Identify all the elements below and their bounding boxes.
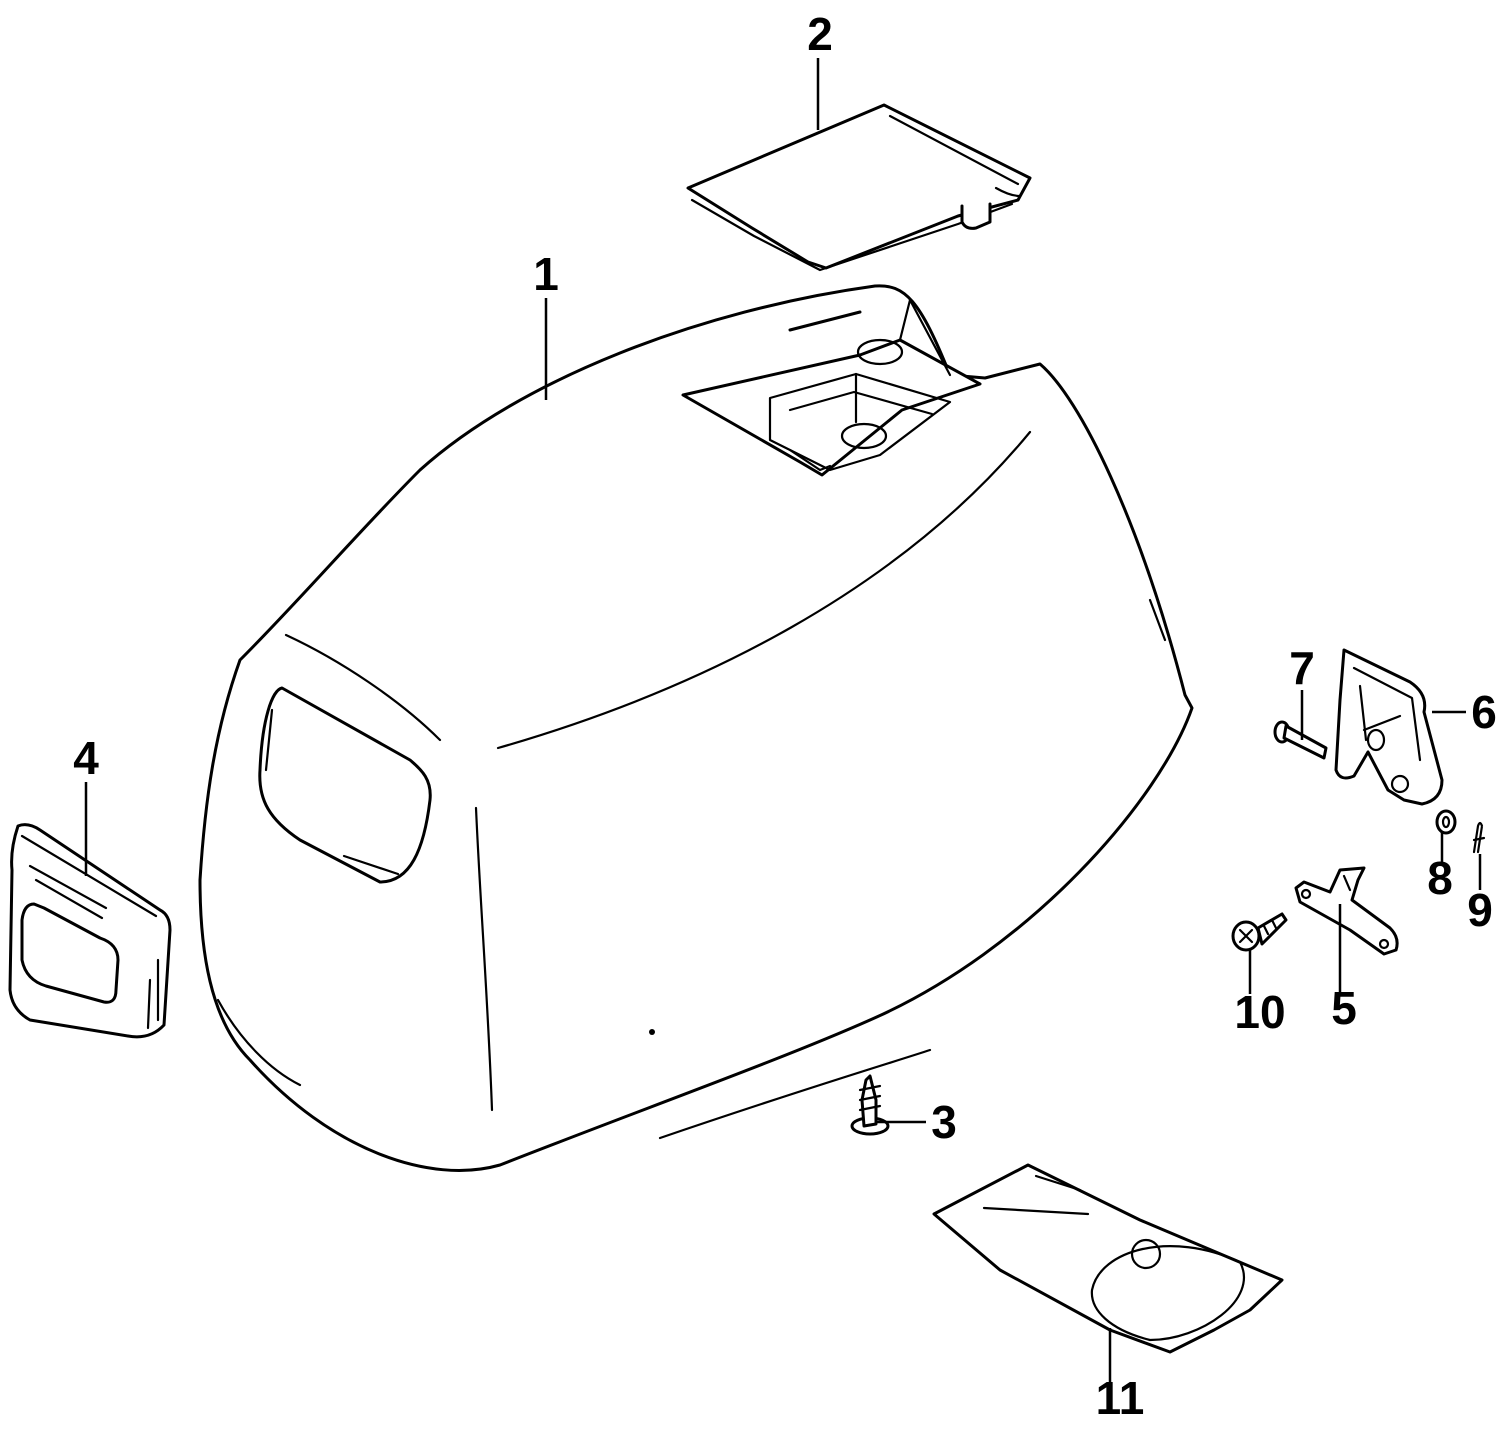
callout-10: 10	[1234, 986, 1285, 1038]
callout-7: 7	[1289, 642, 1315, 694]
callouts: 1 2 3 4 5 6 7 8 9 10 11	[73, 8, 1497, 1424]
callout-8: 8	[1427, 852, 1453, 904]
engine-cover-part	[198, 284, 1194, 1172]
callout-5: 5	[1331, 982, 1357, 1034]
latch-bracket-part	[1334, 648, 1444, 806]
callout-3: 3	[931, 1096, 957, 1148]
callout-9: 9	[1467, 884, 1493, 936]
side-vent-part	[8, 823, 172, 1039]
callout-1: 1	[533, 248, 559, 300]
callout-11: 11	[1096, 1372, 1145, 1424]
latch-plate-part	[1294, 866, 1399, 956]
callout-2: 2	[807, 8, 833, 60]
top-cover-part	[686, 103, 1032, 272]
callout-6: 6	[1471, 686, 1497, 738]
leader-lines	[84, 58, 1482, 1382]
callout-4: 4	[73, 732, 99, 784]
cover-screw-part	[850, 1074, 890, 1136]
rear-panel-part	[932, 1163, 1284, 1354]
plate-screw-part	[1231, 912, 1288, 952]
cotter-pin-part	[1472, 821, 1486, 854]
washer-part	[1435, 809, 1457, 835]
latch-pin-part	[1273, 720, 1328, 760]
